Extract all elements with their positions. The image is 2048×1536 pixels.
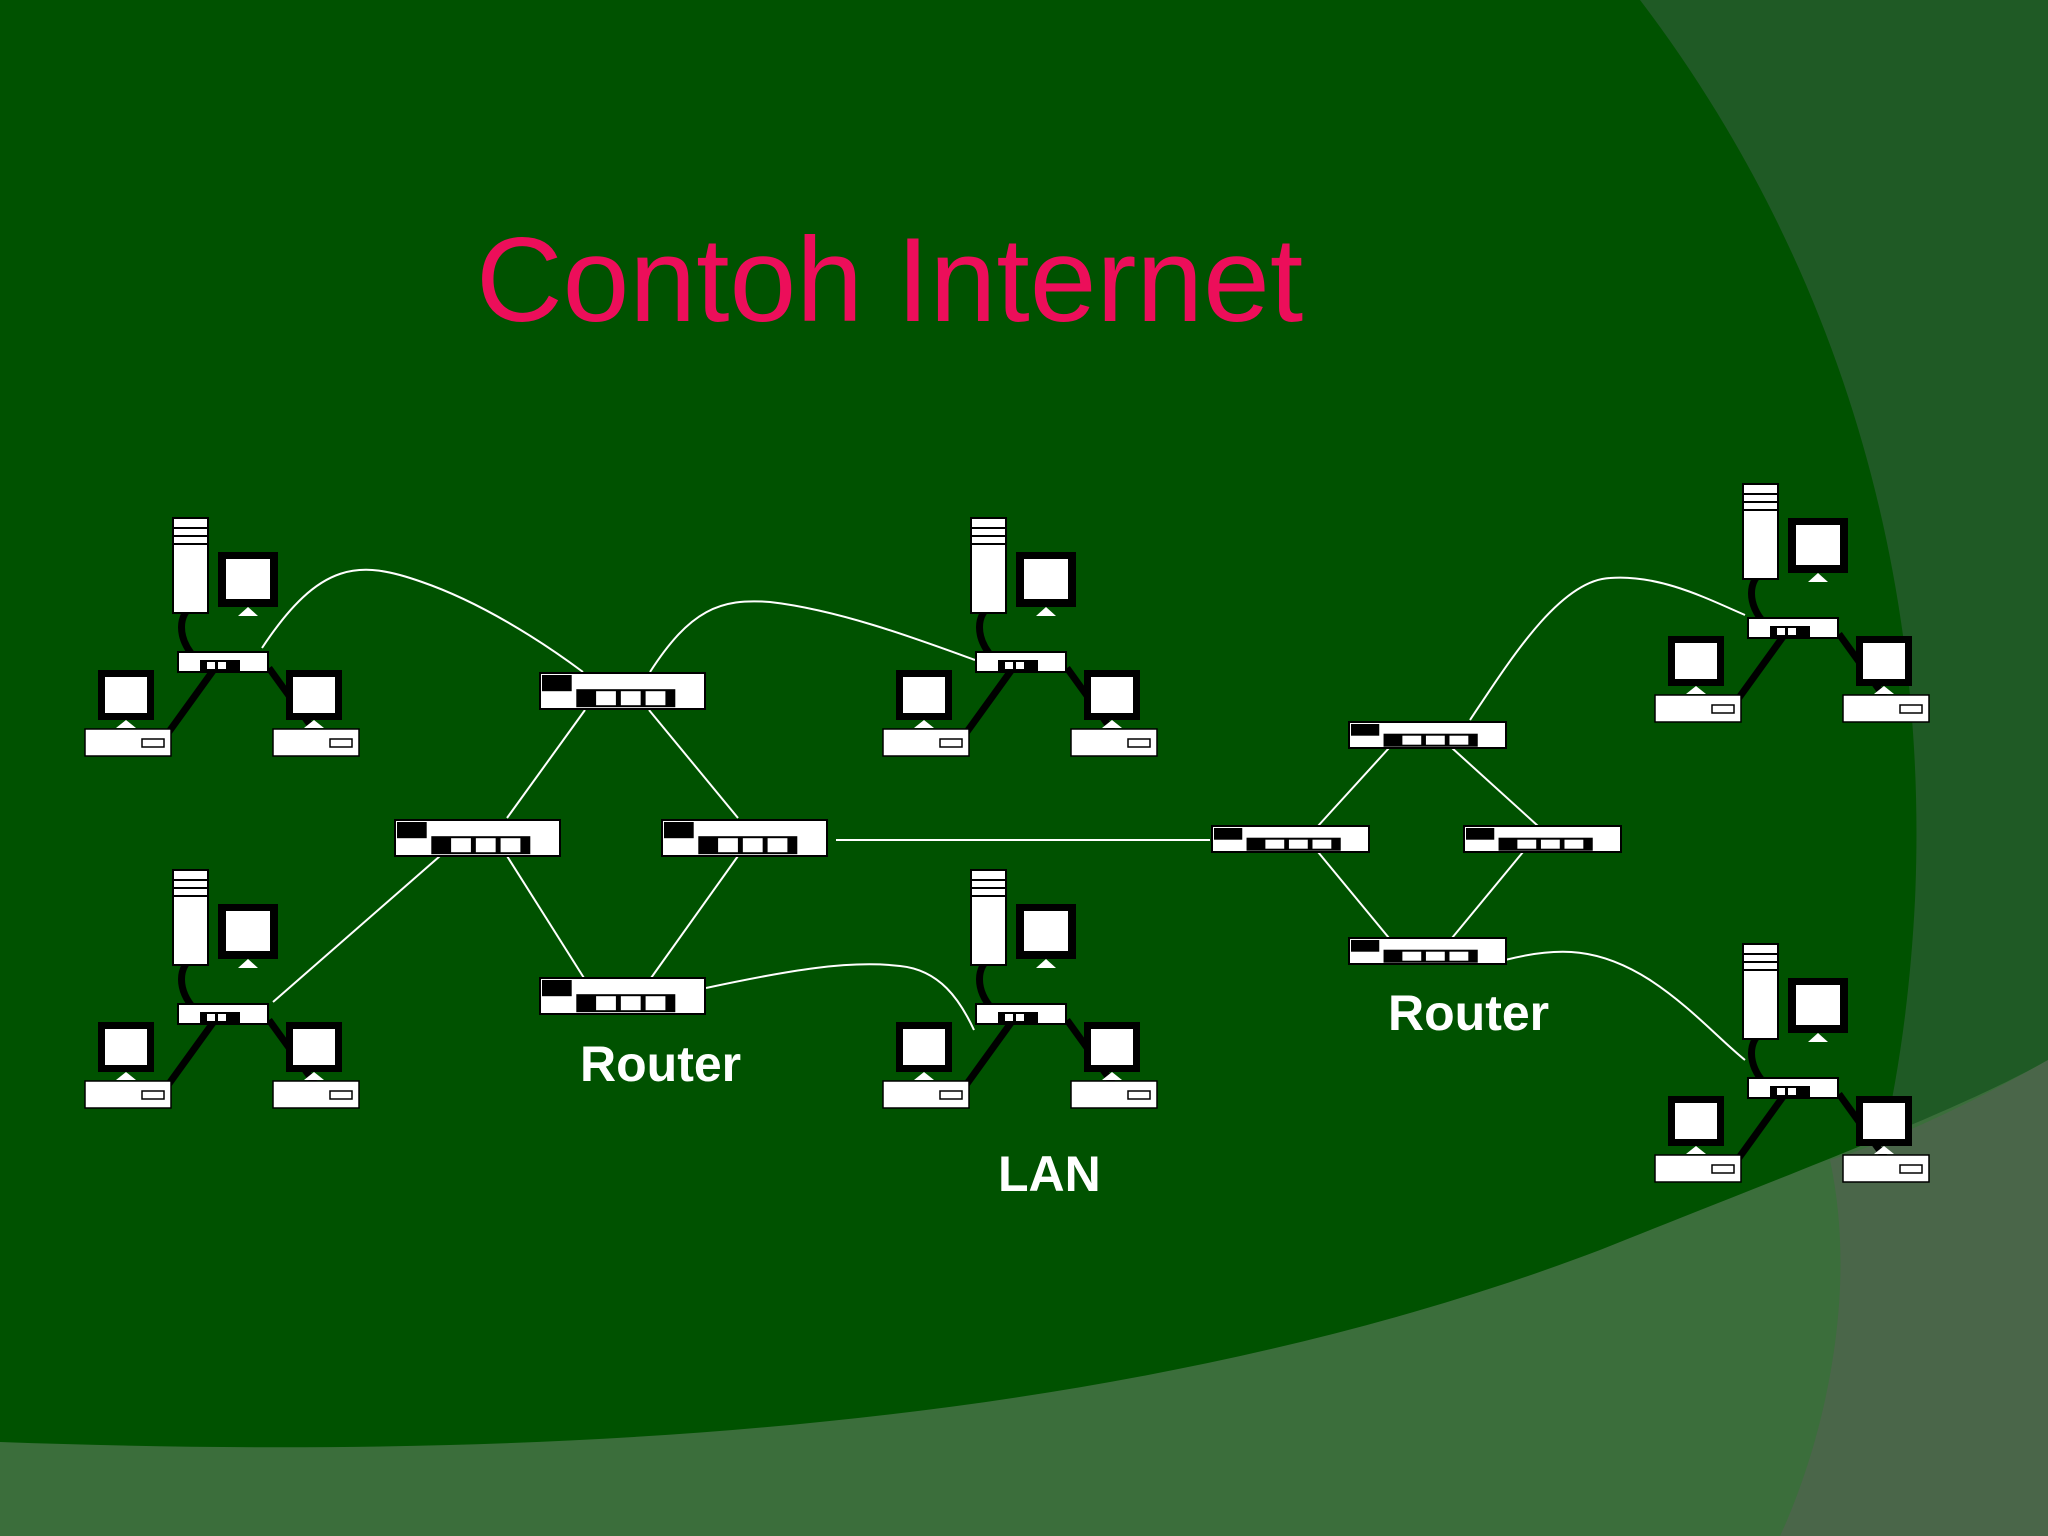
monitor-icon: [1016, 552, 1076, 616]
router-f: [1348, 721, 1507, 749]
desktop-computer-icon: [272, 670, 360, 757]
network-hub-icon: [177, 1003, 269, 1025]
lan-top-center: [882, 517, 1158, 757]
link-router-d-lan-bottom-center: [705, 963, 975, 1031]
desktop-computer-icon: [1654, 1096, 1742, 1183]
network-hub-icon: [975, 651, 1067, 673]
desktop-computer-icon: [1654, 636, 1742, 723]
lan-bottom-center: [882, 869, 1158, 1109]
link-router-a-router-c: [648, 709, 739, 819]
monitor-icon: [1016, 904, 1076, 968]
router-e: [1211, 825, 1370, 853]
network-devices: [84, 483, 1930, 1183]
router-label-left: Router: [580, 1036, 742, 1092]
link-lan-top-left-router-a: [261, 568, 584, 673]
monitor-icon: [218, 904, 278, 968]
desktop-computer-icon: [1842, 636, 1930, 723]
server-tower-icon: [1742, 943, 1779, 1040]
desktop-computer-icon: [882, 670, 970, 757]
link-router-h-router-g: [1451, 851, 1524, 939]
network-links: [261, 568, 1746, 1061]
network-hub-icon: [1747, 617, 1839, 639]
desktop-computer-icon: [84, 1022, 172, 1109]
server-tower-icon: [1742, 483, 1779, 580]
background-swoosh-bottom: [0, 1060, 2048, 1536]
server-tower-icon: [172, 517, 209, 614]
desktop-computer-icon: [1070, 1022, 1158, 1109]
server-tower-icon: [172, 869, 209, 966]
router-g: [1463, 825, 1622, 853]
router-c: [661, 819, 828, 857]
desktop-computer-icon: [1842, 1096, 1930, 1183]
desktop-computer-icon: [1070, 670, 1158, 757]
network-hub-icon: [177, 651, 269, 673]
link-router-e-router-f: [1317, 747, 1390, 827]
network-hub-icon: [1747, 1077, 1839, 1099]
link-router-e-router-h: [1317, 851, 1390, 939]
link-router-a-router-b: [506, 709, 586, 819]
monitor-icon: [1788, 978, 1848, 1042]
lan-top-left: [84, 517, 360, 757]
desktop-computer-icon: [272, 1022, 360, 1109]
link-router-b-router-d: [506, 855, 585, 979]
desktop-computer-icon: [882, 1022, 970, 1109]
lan-bottom-left: [84, 869, 360, 1109]
desktop-computer-icon: [84, 670, 172, 757]
router-a: [539, 672, 706, 710]
lan-bottom-right: [1654, 943, 1930, 1183]
lan-top-right: [1654, 483, 1930, 723]
server-tower-icon: [970, 869, 1007, 966]
link-router-f-router-g: [1451, 747, 1539, 827]
server-tower-icon: [970, 517, 1007, 614]
link-router-a-lan-top-center: [649, 600, 976, 673]
network-hub-icon: [975, 1003, 1067, 1025]
link-router-f-lan-top-right: [1469, 576, 1746, 721]
slide-title: Contoh Internet: [476, 213, 1304, 347]
link-lan-bottom-left-router-b: [272, 855, 441, 1003]
router-label-right: Router: [1388, 985, 1550, 1041]
monitor-icon: [218, 552, 278, 616]
lan-label: LAN: [998, 1146, 1101, 1202]
router-b: [394, 819, 561, 857]
link-router-c-router-d: [650, 855, 739, 979]
router-d: [539, 977, 706, 1015]
router-h: [1348, 937, 1507, 965]
monitor-icon: [1788, 518, 1848, 582]
link-router-h-lan-bottom-right: [1504, 950, 1746, 1061]
